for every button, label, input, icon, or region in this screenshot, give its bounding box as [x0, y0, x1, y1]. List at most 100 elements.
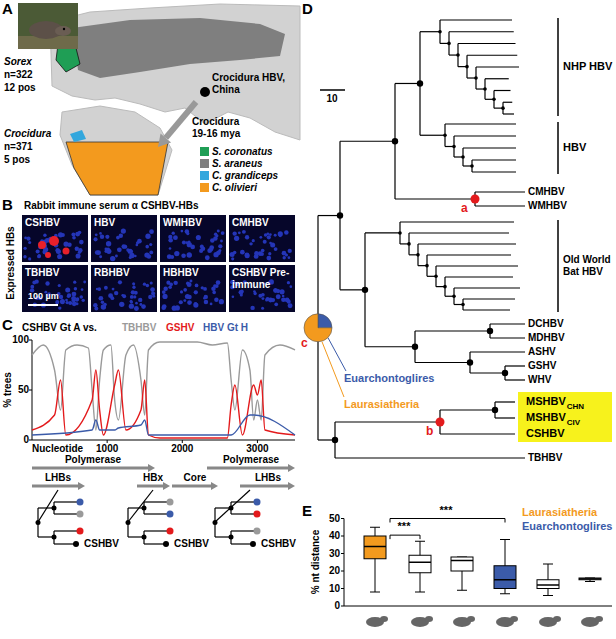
nucleus	[75, 232, 80, 237]
branch	[144, 530, 170, 531]
nucleus	[282, 295, 285, 298]
nucleus	[270, 242, 275, 247]
branch	[490, 337, 525, 338]
whisker-cap	[500, 593, 510, 594]
box	[409, 541, 433, 627]
leader-line	[322, 342, 344, 397]
gene-arrow	[137, 485, 164, 488]
nucleus	[138, 298, 142, 302]
branch	[440, 19, 512, 20]
figure-label: 50	[18, 384, 29, 396]
range-olivieri	[66, 142, 168, 195]
tile-label: CMHBV	[229, 215, 293, 231]
node-dot	[461, 303, 465, 307]
branch	[505, 379, 525, 380]
node-dot	[416, 253, 420, 257]
node-dot	[452, 145, 456, 149]
nucleus	[187, 300, 192, 305]
nucleus	[79, 240, 84, 245]
branch	[318, 215, 340, 216]
figure-label: TBHBV	[122, 322, 156, 334]
nucleus	[110, 256, 115, 261]
node-dot	[213, 520, 218, 525]
nucleus	[210, 238, 215, 243]
nucleus	[150, 287, 155, 292]
node-dot	[398, 231, 402, 235]
node-dot	[254, 511, 261, 518]
node-dot	[461, 155, 465, 159]
node-dot	[36, 520, 41, 525]
median	[494, 579, 516, 581]
branch	[38, 490, 58, 522]
nucleus	[58, 232, 63, 237]
branch	[215, 490, 250, 522]
legend-swatch	[200, 147, 209, 156]
branch	[395, 198, 475, 199]
nucleus	[203, 287, 207, 291]
figure-label: n=322	[4, 69, 33, 81]
nucleus	[75, 247, 79, 251]
figure-label: ***	[440, 504, 453, 517]
node-dot	[492, 98, 496, 102]
whisker-cap	[370, 527, 380, 528]
node-dot	[142, 535, 147, 540]
legend-swatch	[200, 159, 209, 168]
gene-arrow	[207, 467, 289, 470]
nucleus	[279, 234, 282, 237]
tick	[341, 588, 344, 589]
nucleus	[121, 229, 126, 234]
nucleus	[149, 251, 153, 255]
nucleus	[212, 291, 216, 295]
nucleus	[279, 289, 284, 294]
branch	[467, 55, 517, 56]
box	[364, 527, 388, 627]
node-dot	[465, 65, 469, 69]
whisker-cap	[415, 592, 425, 593]
nucleus	[83, 281, 86, 284]
nucleus	[214, 297, 219, 302]
nucleus	[252, 239, 255, 242]
nucleus	[168, 238, 173, 243]
nucleus	[146, 284, 150, 288]
node-dot	[501, 106, 505, 110]
nucleus	[81, 288, 84, 291]
branch	[231, 501, 257, 502]
node-dot	[438, 30, 442, 34]
nucleus	[234, 236, 239, 241]
nucleus	[290, 285, 293, 288]
site-dot	[200, 87, 210, 97]
clade-bracket	[557, 122, 559, 174]
figure-label: Polymerase	[223, 454, 279, 466]
figure-label: Laurasiatheria	[342, 398, 421, 411]
box-body	[579, 578, 601, 580]
stain	[38, 241, 46, 249]
branch	[472, 159, 516, 160]
nucleus	[106, 248, 110, 252]
nucleus	[58, 306, 61, 309]
nucleus	[152, 295, 155, 298]
node-dot	[434, 275, 438, 279]
nucleus	[233, 251, 236, 254]
node-dot	[483, 87, 487, 91]
node-dot	[52, 535, 57, 540]
nucleus	[266, 256, 271, 261]
nucleus	[106, 241, 111, 246]
nucleus	[282, 256, 285, 259]
figure-label: b	[426, 424, 433, 438]
node-dot	[167, 499, 174, 506]
legend-item: C. grandiceps	[200, 170, 278, 182]
node-dot	[474, 76, 478, 80]
branch	[231, 543, 253, 544]
node-dot	[436, 418, 445, 427]
node-dot	[254, 528, 261, 535]
whisker-cap	[543, 595, 553, 596]
node-dot	[443, 133, 447, 137]
nucleus	[123, 245, 127, 249]
nucleus	[172, 306, 177, 311]
nucleus	[67, 242, 72, 247]
nucleus	[161, 305, 165, 309]
node-dot	[412, 344, 418, 350]
axis	[344, 519, 345, 607]
nucleus	[242, 230, 246, 234]
node-dot	[467, 359, 473, 365]
